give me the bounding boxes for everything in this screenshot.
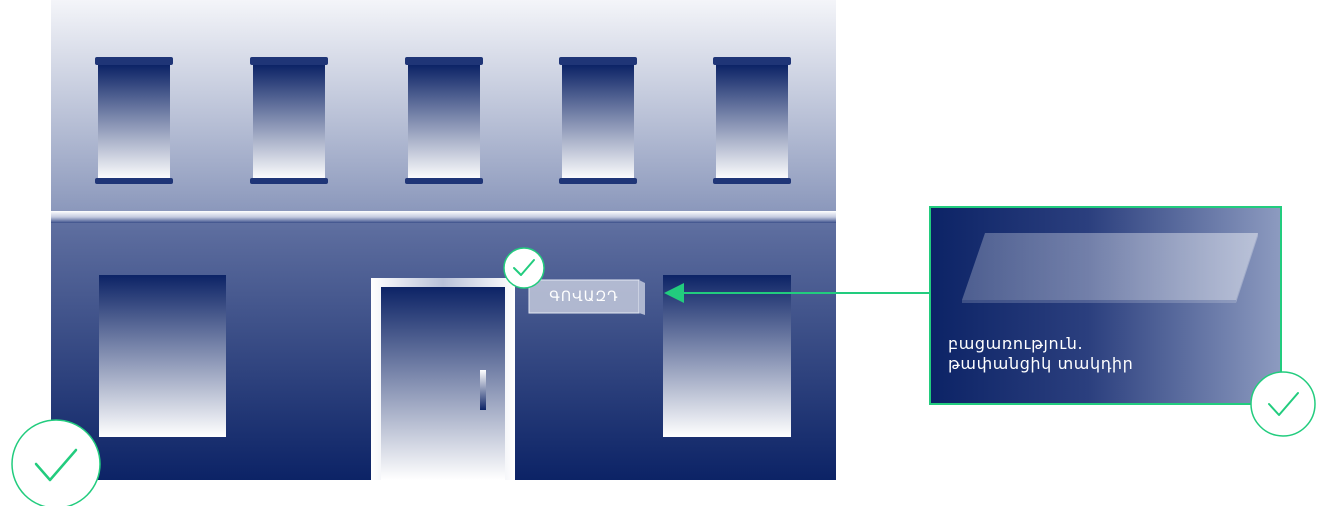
check-icon xyxy=(12,420,100,506)
door-panel xyxy=(381,287,505,480)
upper-window-3 xyxy=(405,57,483,184)
callout-line-2: թափանցիկ տակդիր xyxy=(948,354,1248,374)
upper-window-1 xyxy=(95,57,173,184)
transparent-plate-illustration xyxy=(962,233,1258,300)
callout-description: բացառություն. թափանցիկ տակդիր xyxy=(948,334,1248,374)
door xyxy=(371,278,515,480)
sign-label: ԳՈՎԱԶԴ xyxy=(529,280,639,313)
upper-window-4 xyxy=(559,57,637,184)
sign-plate-edge xyxy=(639,280,645,315)
door-handle xyxy=(480,370,486,410)
callout-box xyxy=(930,207,1281,404)
check-icon xyxy=(1251,372,1315,436)
upper-window-5 xyxy=(713,57,791,184)
floor-cornice xyxy=(51,211,836,223)
building-facade xyxy=(51,0,836,480)
callout-line-1: բացառություն. xyxy=(948,334,1248,354)
ground-window-right xyxy=(663,275,791,437)
upper-window-2 xyxy=(250,57,328,184)
ground-window-left xyxy=(99,275,226,437)
